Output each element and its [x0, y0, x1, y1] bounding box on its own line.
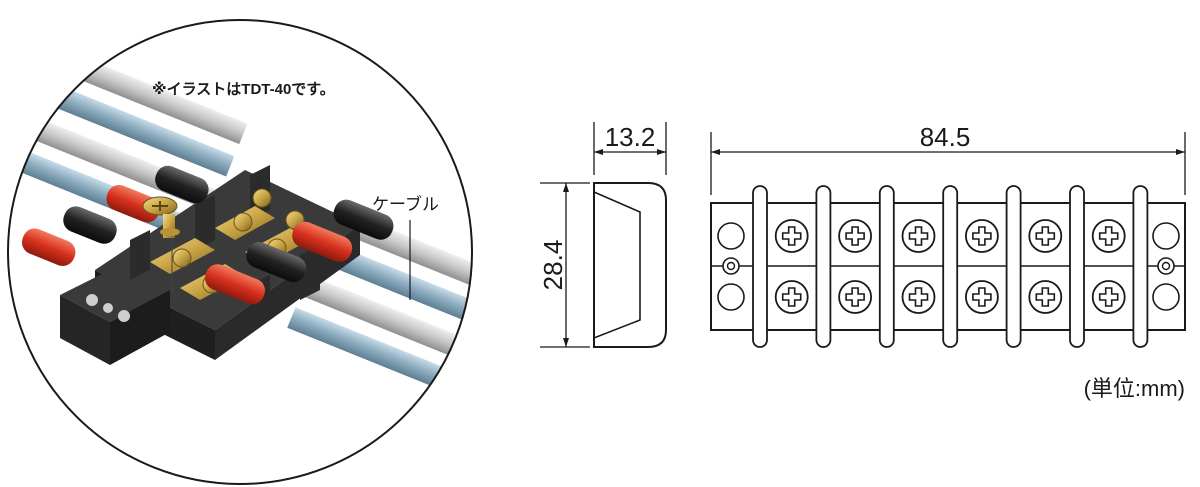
screw-icon — [838, 280, 872, 314]
top-view: 84.5 (単位:mm) — [710, 122, 1186, 401]
screw-icon — [965, 280, 999, 314]
length-dimension: 84.5 — [710, 122, 1186, 195]
screw-icon — [1028, 219, 1063, 253]
barrier — [1005, 185, 1022, 348]
barrier — [815, 185, 832, 348]
illustration-note: ※イラストはTDT-40です。 — [152, 80, 335, 98]
crimp-sleeves — [21, 165, 394, 305]
height-value: 28.4 — [538, 240, 568, 291]
screw-icon — [1091, 219, 1126, 253]
screw-icon — [774, 219, 809, 253]
barrier — [1069, 185, 1085, 348]
barrier — [752, 185, 768, 348]
barrier — [1132, 185, 1149, 348]
screw-icon — [901, 280, 936, 314]
mount-left — [717, 222, 745, 311]
screw-icon — [1091, 280, 1126, 314]
side-view: 13.2 28.4 — [538, 122, 667, 348]
screw-icon — [838, 219, 872, 253]
screw-icon — [1028, 280, 1063, 314]
width-value: 13.2 — [605, 122, 656, 152]
length-value: 84.5 — [920, 122, 971, 152]
barrier — [878, 185, 895, 348]
cable-label: ケーブル — [372, 194, 439, 214]
width-dimension: 13.2 — [593, 122, 667, 175]
height-dimension: 28.4 — [538, 182, 590, 348]
barrier — [942, 185, 959, 348]
mount-right — [1152, 222, 1180, 311]
barriers — [752, 185, 1149, 348]
unit-note: (単位:mm) — [1084, 376, 1185, 401]
screw-icon — [774, 280, 809, 314]
screw-icon — [142, 196, 180, 294]
screw-icon — [965, 219, 999, 253]
terminal-screws — [774, 219, 1126, 314]
screw-icon — [901, 219, 936, 253]
